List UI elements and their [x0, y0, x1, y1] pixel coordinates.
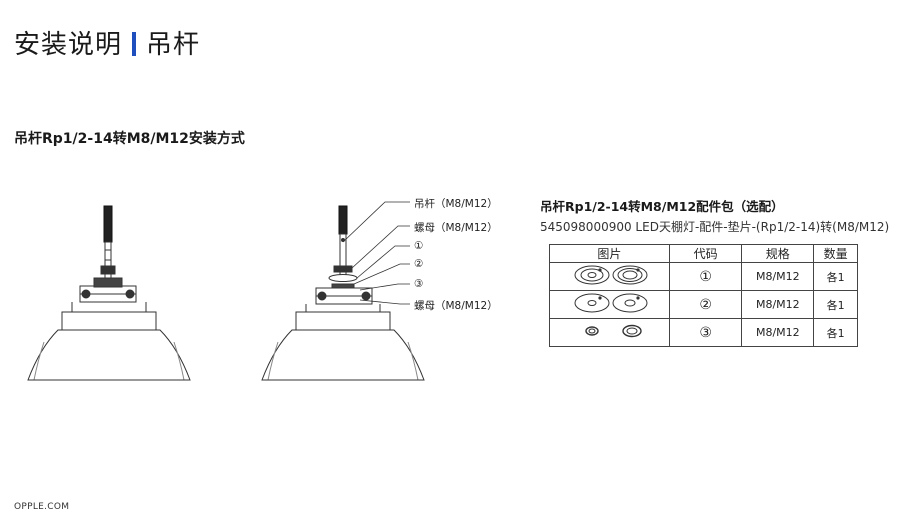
lamp2-driver — [295, 311, 391, 331]
kit-title: 吊杆Rp1/2-14转M8/M12配件包（选配） — [540, 199, 784, 214]
callout-nut-top: 螺母（M8/M12） — [414, 222, 498, 234]
lamp2-part1 — [328, 274, 358, 282]
header-code: 代码 — [668, 244, 743, 263]
callout-rod: 吊杆（M8/M12） — [414, 198, 498, 210]
header-qty: 数量 — [813, 244, 858, 263]
part-picture — [549, 318, 670, 347]
lamp2-rod-top — [338, 205, 348, 235]
header-picture: 图片 — [549, 244, 670, 263]
lamp-exploded — [261, 205, 425, 381]
table-row: ③ M8/M12 各1 — [549, 318, 858, 347]
lamp-assembled — [27, 205, 191, 381]
header-spec: 规格 — [741, 244, 815, 263]
lamp1-rod-top — [103, 205, 113, 243]
callout-part3: ③ — [414, 278, 424, 290]
parts-table: 图片 代码 规格 数量 ① M8/M12 各1 — [549, 244, 858, 347]
part-spec: M8/M12 — [741, 318, 815, 347]
table-row: ② M8/M12 各1 — [549, 290, 858, 319]
part-qty: 各1 — [813, 318, 858, 347]
installation-figure — [27, 201, 425, 381]
lamp2-part3 — [333, 265, 353, 273]
title-separator — [132, 32, 137, 56]
leader-lines — [342, 201, 410, 305]
kit-code-line: 545098000900 LED天棚灯-配件-垫片-(Rp1/2-14)转(M8… — [540, 220, 890, 234]
page-title-main: 安装说明 — [14, 30, 123, 60]
washer-flat-icon — [574, 293, 648, 313]
part-spec: M8/M12 — [741, 290, 815, 319]
lamp1-nut — [100, 265, 116, 275]
lamp2-shade — [261, 329, 425, 381]
part-qty: 各1 — [813, 290, 858, 319]
page-title: 安装说明吊杆 — [14, 24, 200, 61]
part-picture — [549, 262, 670, 291]
callout-part2: ② — [414, 258, 424, 270]
part-qty: 各1 — [813, 262, 858, 291]
part-spec: M8/M12 — [741, 262, 815, 291]
washer-ridged-icon — [574, 265, 648, 285]
lamp1-shade — [27, 329, 191, 381]
parts-table-header: 图片 代码 规格 数量 — [549, 244, 858, 263]
section-heading: 吊杆Rp1/2-14转M8/M12安装方式 — [14, 131, 245, 147]
callout-nut-bottom: 螺母（M8/M12） — [414, 300, 498, 312]
lamp1-driver — [61, 311, 157, 331]
part-picture — [549, 290, 670, 319]
part-code: ② — [668, 290, 743, 319]
callout-part1: ① — [414, 240, 424, 252]
page-title-sub: 吊杆 — [146, 30, 201, 60]
table-row: ① M8/M12 各1 — [549, 262, 858, 291]
nut-icon — [585, 324, 643, 338]
footer-site[interactable]: OPPLE.COM — [14, 502, 70, 512]
part-code: ① — [668, 262, 743, 291]
part-code: ③ — [668, 318, 743, 347]
